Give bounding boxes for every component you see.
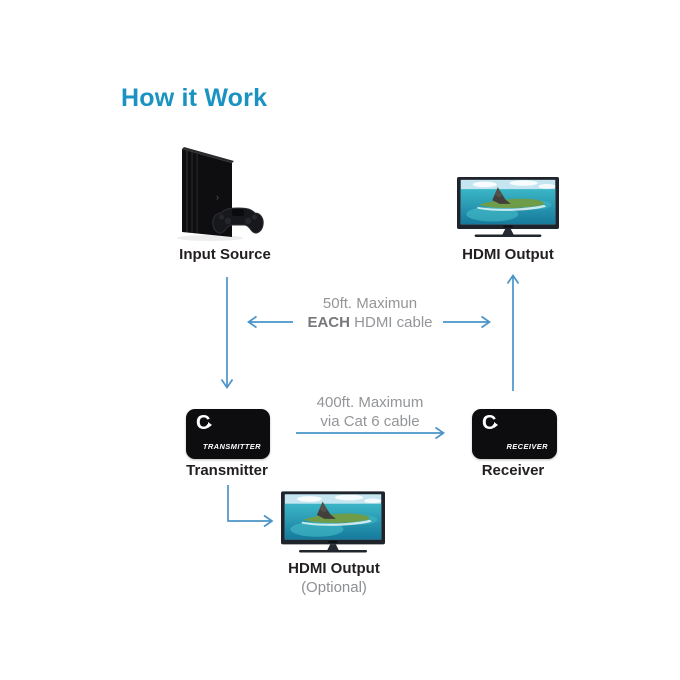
- tv-output-illustration: [457, 177, 559, 242]
- arrow-left-icon: [246, 315, 293, 329]
- receiver-label: Receiver: [481, 462, 545, 479]
- brand-logo-icon: C: [196, 412, 213, 434]
- svg-text:›: ›: [216, 192, 219, 202]
- arrow-elbow-right-icon: [227, 485, 274, 528]
- transmitter-box-label: TRANSMITTER: [202, 442, 261, 451]
- arrow-up-icon: [506, 273, 520, 391]
- ps4-console-illustration: ›: [170, 142, 280, 242]
- transmitter-label: Transmitter: [186, 462, 268, 479]
- cat6-line1: 400ft. Maximum: [316, 394, 424, 411]
- arrow-down-icon: [220, 277, 234, 390]
- arrow-right-icon: [443, 315, 492, 329]
- cat6-line2: via Cat 6 cable: [320, 413, 420, 430]
- hdmi-output-top-label: HDMI Output: [462, 246, 554, 263]
- hdmi-cable-line1: 50ft. Maximun: [322, 295, 418, 312]
- brand-logo-icon: C: [482, 412, 499, 434]
- ps4-console-icon: ›: [177, 147, 264, 241]
- arrow-right-long-icon: [296, 426, 446, 440]
- receiver-box-label: RECEIVER: [506, 442, 548, 451]
- input-source-label: Input Source: [179, 246, 271, 263]
- tv-icon: [457, 177, 559, 237]
- hdmi-cable-line2-bold: EACH: [307, 314, 350, 331]
- cat6-cable-annotation: 400ft. Maximum via Cat 6 cable: [270, 393, 470, 431]
- page-title: How it Work: [121, 84, 268, 112]
- hdmi-output-optional-text: (Optional): [301, 579, 367, 596]
- hdmi-output-bottom-label: HDMI Output (Optional): [234, 559, 434, 597]
- hdmi-cable-line2-rest: HDMI cable: [349, 314, 433, 331]
- tv-optional-illustration: [281, 491, 385, 558]
- hdmi-cable-annotation: 50ft. Maximun EACH HDMI cable: [250, 294, 490, 332]
- transmitter-box: C TRANSMITTER: [186, 409, 270, 459]
- hdmi-output-bottom-text: HDMI Output: [288, 560, 380, 577]
- receiver-box: C RECEIVER: [472, 409, 557, 459]
- tv-icon: [281, 491, 385, 553]
